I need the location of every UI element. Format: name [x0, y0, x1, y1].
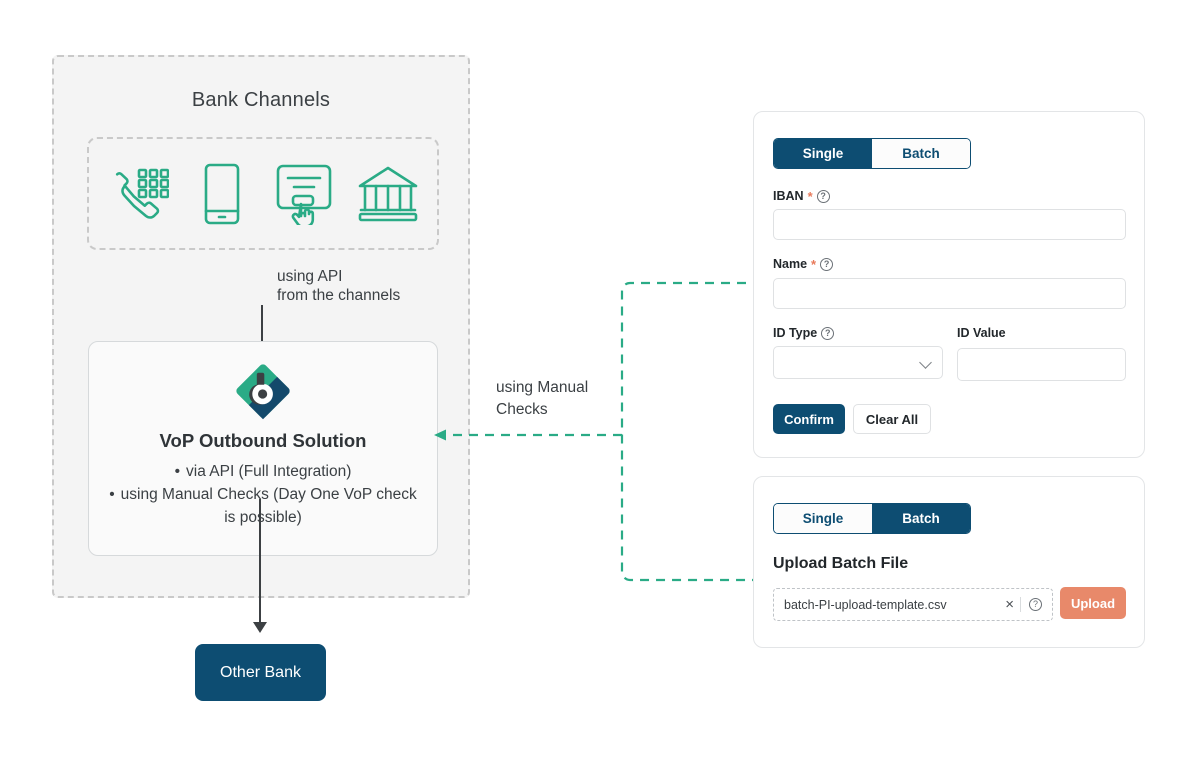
divider	[1020, 597, 1021, 612]
id-type-label-text: ID Type	[773, 326, 818, 340]
bank-channels-zone: Bank Channels	[52, 55, 470, 598]
arrow-vop-to-other-bank-head	[253, 622, 267, 633]
vop-card-title: VoP Outbound Solution	[159, 430, 367, 451]
label-using-manual-checks: using Manual Checks	[496, 379, 589, 418]
iban-label: IBAN * ?	[773, 189, 830, 203]
id-value-label-text: ID Value	[957, 326, 1006, 340]
other-bank-box: Other Bank	[195, 644, 326, 701]
vop-outbound-solution-card: VoP Outbound Solution via API (Full Inte…	[88, 341, 438, 556]
kiosk-touch-icon	[273, 162, 337, 226]
phone-keypad-icon	[107, 162, 171, 226]
confirm-button[interactable]: Confirm	[773, 404, 845, 434]
name-required-asterisk: *	[811, 256, 817, 272]
iban-input[interactable]	[773, 209, 1126, 240]
uploaded-file-name: batch-PI-upload-template.csv	[784, 597, 947, 612]
tab-batch[interactable]: Batch	[872, 504, 970, 533]
name-input[interactable]	[773, 278, 1126, 309]
file-dropzone[interactable]: batch-PI-upload-template.csv × ?	[773, 588, 1053, 621]
single-check-panel: Single Batch IBAN * ? Name * ? ID Type ?…	[753, 111, 1145, 458]
upload-batch-file-title: Upload Batch File	[773, 555, 909, 572]
mode-toggle-single-panel[interactable]: Single Batch	[773, 138, 971, 169]
iban-help-icon[interactable]: ?	[816, 189, 830, 203]
name-help-icon[interactable]: ?	[820, 257, 834, 271]
manual-checks-connector	[434, 281, 762, 582]
id-type-select[interactable]	[773, 346, 943, 379]
channels-icon-row	[87, 137, 439, 250]
id-type-label: ID Type ?	[773, 326, 835, 340]
id-value-label: ID Value	[957, 326, 1006, 340]
upload-button[interactable]: Upload	[1060, 587, 1126, 619]
vop-card-bullets: via API (Full Integration) using Manual …	[89, 460, 437, 529]
clear-all-button[interactable]: Clear All	[853, 404, 931, 434]
arrow-vop-to-other-bank	[259, 499, 261, 626]
label-using-api: using API from the channels	[277, 268, 401, 304]
tab-batch[interactable]: Batch	[872, 139, 970, 168]
id-type-help-icon[interactable]: ?	[821, 326, 835, 340]
bank-building-icon	[356, 162, 420, 226]
name-label: Name * ?	[773, 256, 834, 272]
batch-upload-panel: Single Batch Upload Batch File batch-PI-…	[753, 476, 1145, 648]
bank-channels-title: Bank Channels	[191, 89, 331, 111]
tab-single[interactable]: Single	[774, 139, 872, 168]
mobile-phone-icon	[190, 162, 254, 226]
upload-help-icon[interactable]: ?	[1029, 598, 1042, 611]
iban-label-text: IBAN	[773, 189, 804, 203]
iban-required-asterisk: *	[807, 188, 813, 204]
chevron-down-icon	[919, 356, 932, 369]
tab-single[interactable]: Single	[774, 504, 872, 533]
vop-bullet-item: via API (Full Integration)	[89, 460, 437, 483]
name-label-text: Name	[773, 257, 808, 271]
vop-brand-logo	[234, 362, 292, 420]
id-value-input[interactable]	[957, 348, 1126, 381]
mode-toggle-batch-panel[interactable]: Single Batch	[773, 503, 971, 534]
vop-bullet-item: using Manual Checks (Day One VoP check i…	[89, 483, 437, 529]
close-icon[interactable]: ×	[1005, 596, 1014, 613]
